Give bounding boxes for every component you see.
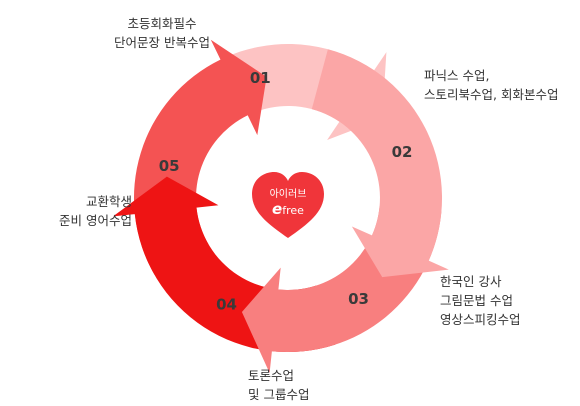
step-03-line-2: 그림문법 수업 [440,293,513,308]
brand-logo: efree [272,200,304,218]
heart-icon [252,172,324,238]
step-04-number: 04 [216,296,237,314]
step-02-line-1: 파닉스 수업, [424,68,490,83]
step-02-description: 파닉스 수업, 스토리북수업, 회화본수업 [424,66,558,104]
step-02-arrow [311,49,449,278]
step-05-description: 교환학생 준비 영어수업 [22,192,132,230]
step-02-number: 02 [392,143,413,161]
step-04-description: 토론수업 및 그룹수업 [248,366,309,404]
step-03-number: 03 [348,290,369,308]
step-01-number: 01 [250,69,271,87]
step-04-line-2: 및 그룹수업 [248,387,310,402]
step-05-number: 05 [159,157,180,175]
logo-e: e [272,200,282,218]
step-05-line-2: 준비 영어수업 [59,213,132,228]
heart-title: 아이러브 [270,188,307,200]
step-01-description: 초등회화필수 단어문장 반복수업 [98,14,226,52]
logo-free: free [282,204,304,217]
step-01-line-2: 단어문장 반복수업 [114,35,210,50]
step-05-line-1: 교환학생 [85,194,132,209]
step-01-line-1: 초등회화필수 [127,16,197,31]
center-heart: 아이러브 efree [252,172,324,238]
step-03-description: 한국인 강사 그림문법 수업 영상스피킹수업 [440,272,521,329]
step-04-line-1: 토론수업 [248,368,295,383]
step-03-line-1: 한국인 강사 [440,274,502,289]
step-03-line-3: 영상스피킹수업 [440,312,521,327]
step-02-line-2: 스토리북수업, 회화본수업 [424,87,559,102]
